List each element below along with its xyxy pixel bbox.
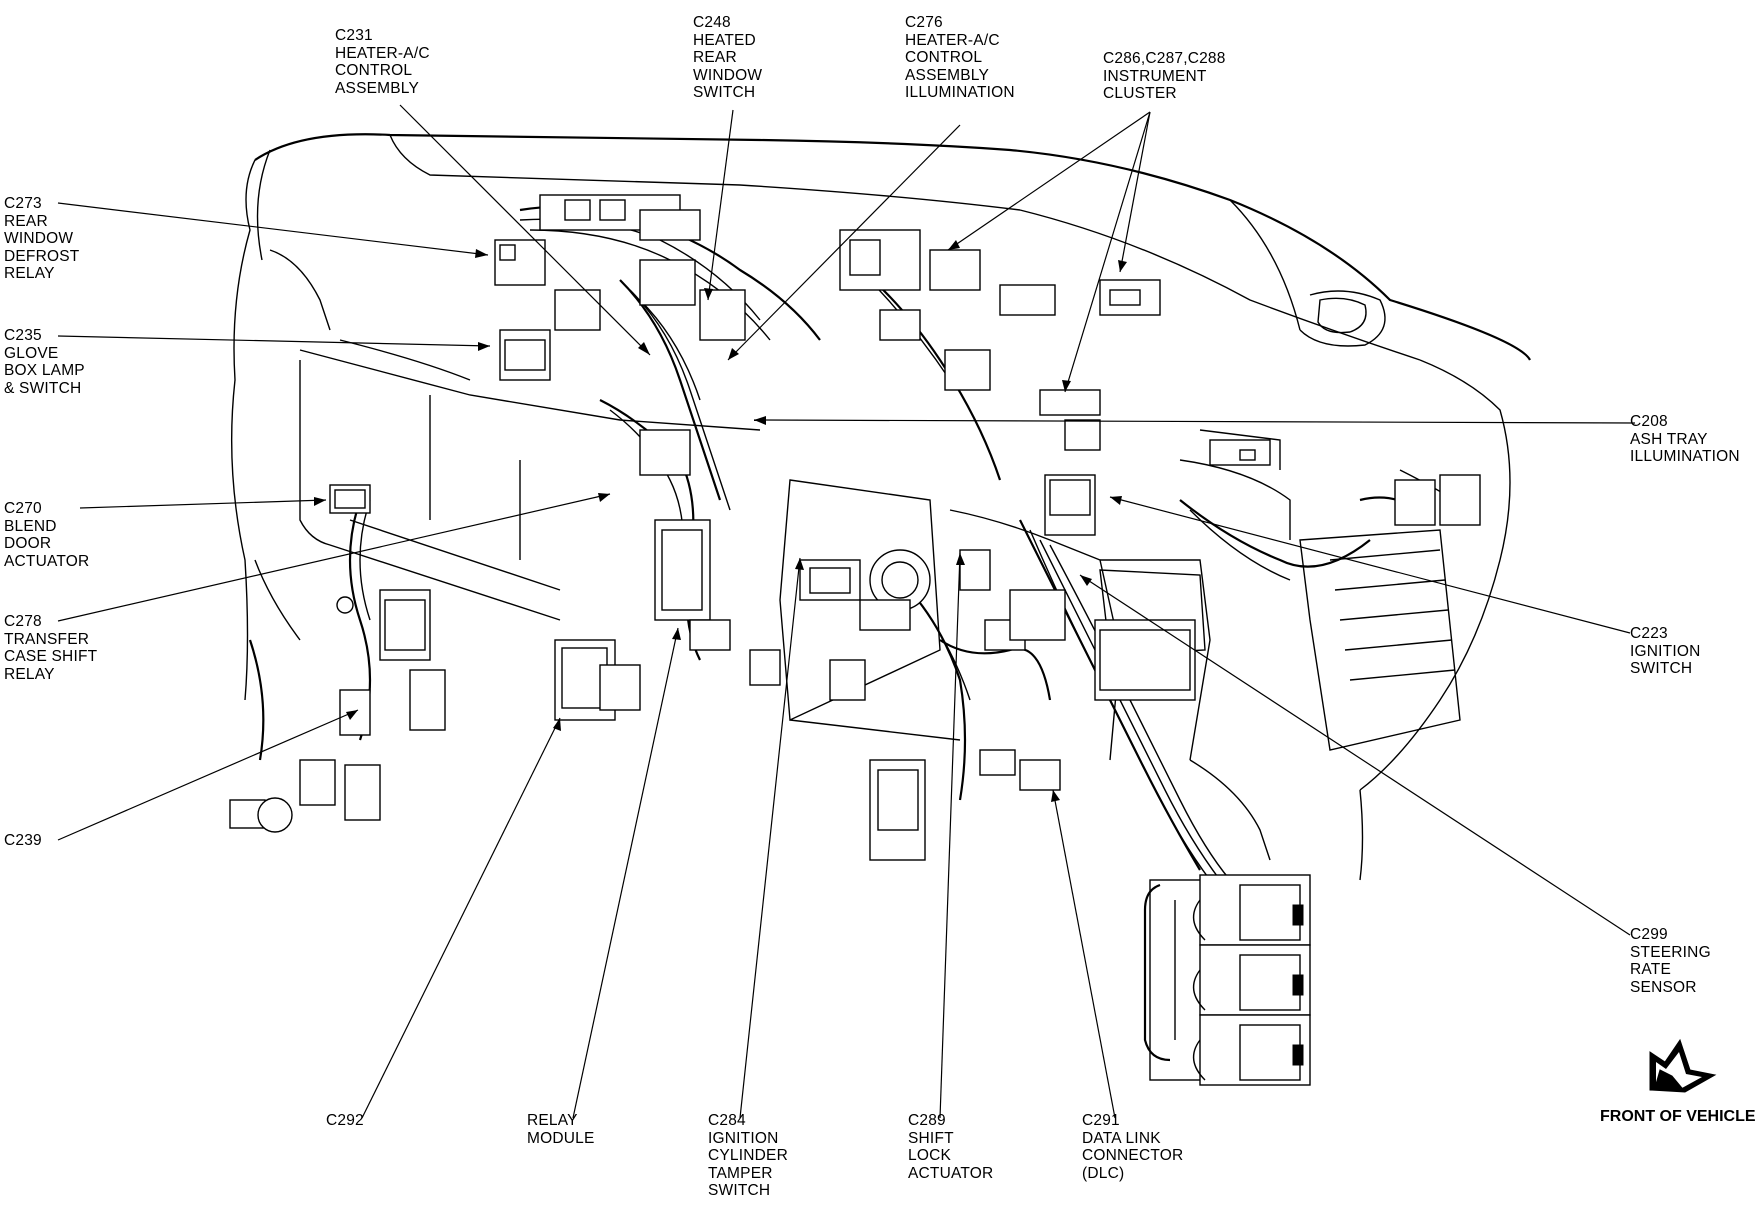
label-c231: C231 HEATER-A/C CONTROL ASSEMBLY [335, 27, 430, 97]
label-c270: C270 BLEND DOOR ACTUATOR [4, 500, 90, 570]
dashboard-outline [230, 133, 1531, 881]
connector-blocks [229, 194, 1481, 1086]
leader-lines [57, 104, 1636, 1119]
leader-arrowheads [314, 240, 1127, 802]
label-c248: C248 HEATED REAR WINDOW SWITCH [693, 14, 763, 101]
label-c273: C273 REAR WINDOW DEFROST RELAY [4, 195, 80, 282]
label-c299: C299 STEERING RATE SENSOR [1630, 926, 1711, 996]
label-relay-module: RELAY MODULE [527, 1112, 595, 1147]
label-c239: C239 [4, 832, 42, 849]
label-c208: C208 ASH TRAY ILLUMINATION [1630, 413, 1740, 465]
label-c292: C292 [326, 1112, 364, 1129]
label-c284: C284 IGNITION CYLINDER TAMPER SWITCH [708, 1112, 788, 1199]
label-c289: C289 SHIFT LOCK ACTUATOR [908, 1112, 994, 1182]
label-c235: C235 GLOVE BOX LAMP & SWITCH [4, 327, 85, 397]
label-c223: C223 IGNITION SWITCH [1630, 625, 1701, 677]
label-c286-c287-c288: C286,C287,C288 INSTRUMENT CLUSTER [1103, 50, 1226, 102]
label-c276: C276 HEATER-A/C CONTROL ASSEMBLY ILLUMIN… [905, 14, 1015, 101]
label-c278: C278 TRANSFER CASE SHIFT RELAY [4, 613, 98, 683]
label-c291: C291 DATA LINK CONNECTOR (DLC) [1082, 1112, 1184, 1182]
front-of-vehicle-label: FRONT OF VEHICLE [1600, 1108, 1756, 1125]
front-of-vehicle-arrow-icon [1649, 1038, 1717, 1093]
